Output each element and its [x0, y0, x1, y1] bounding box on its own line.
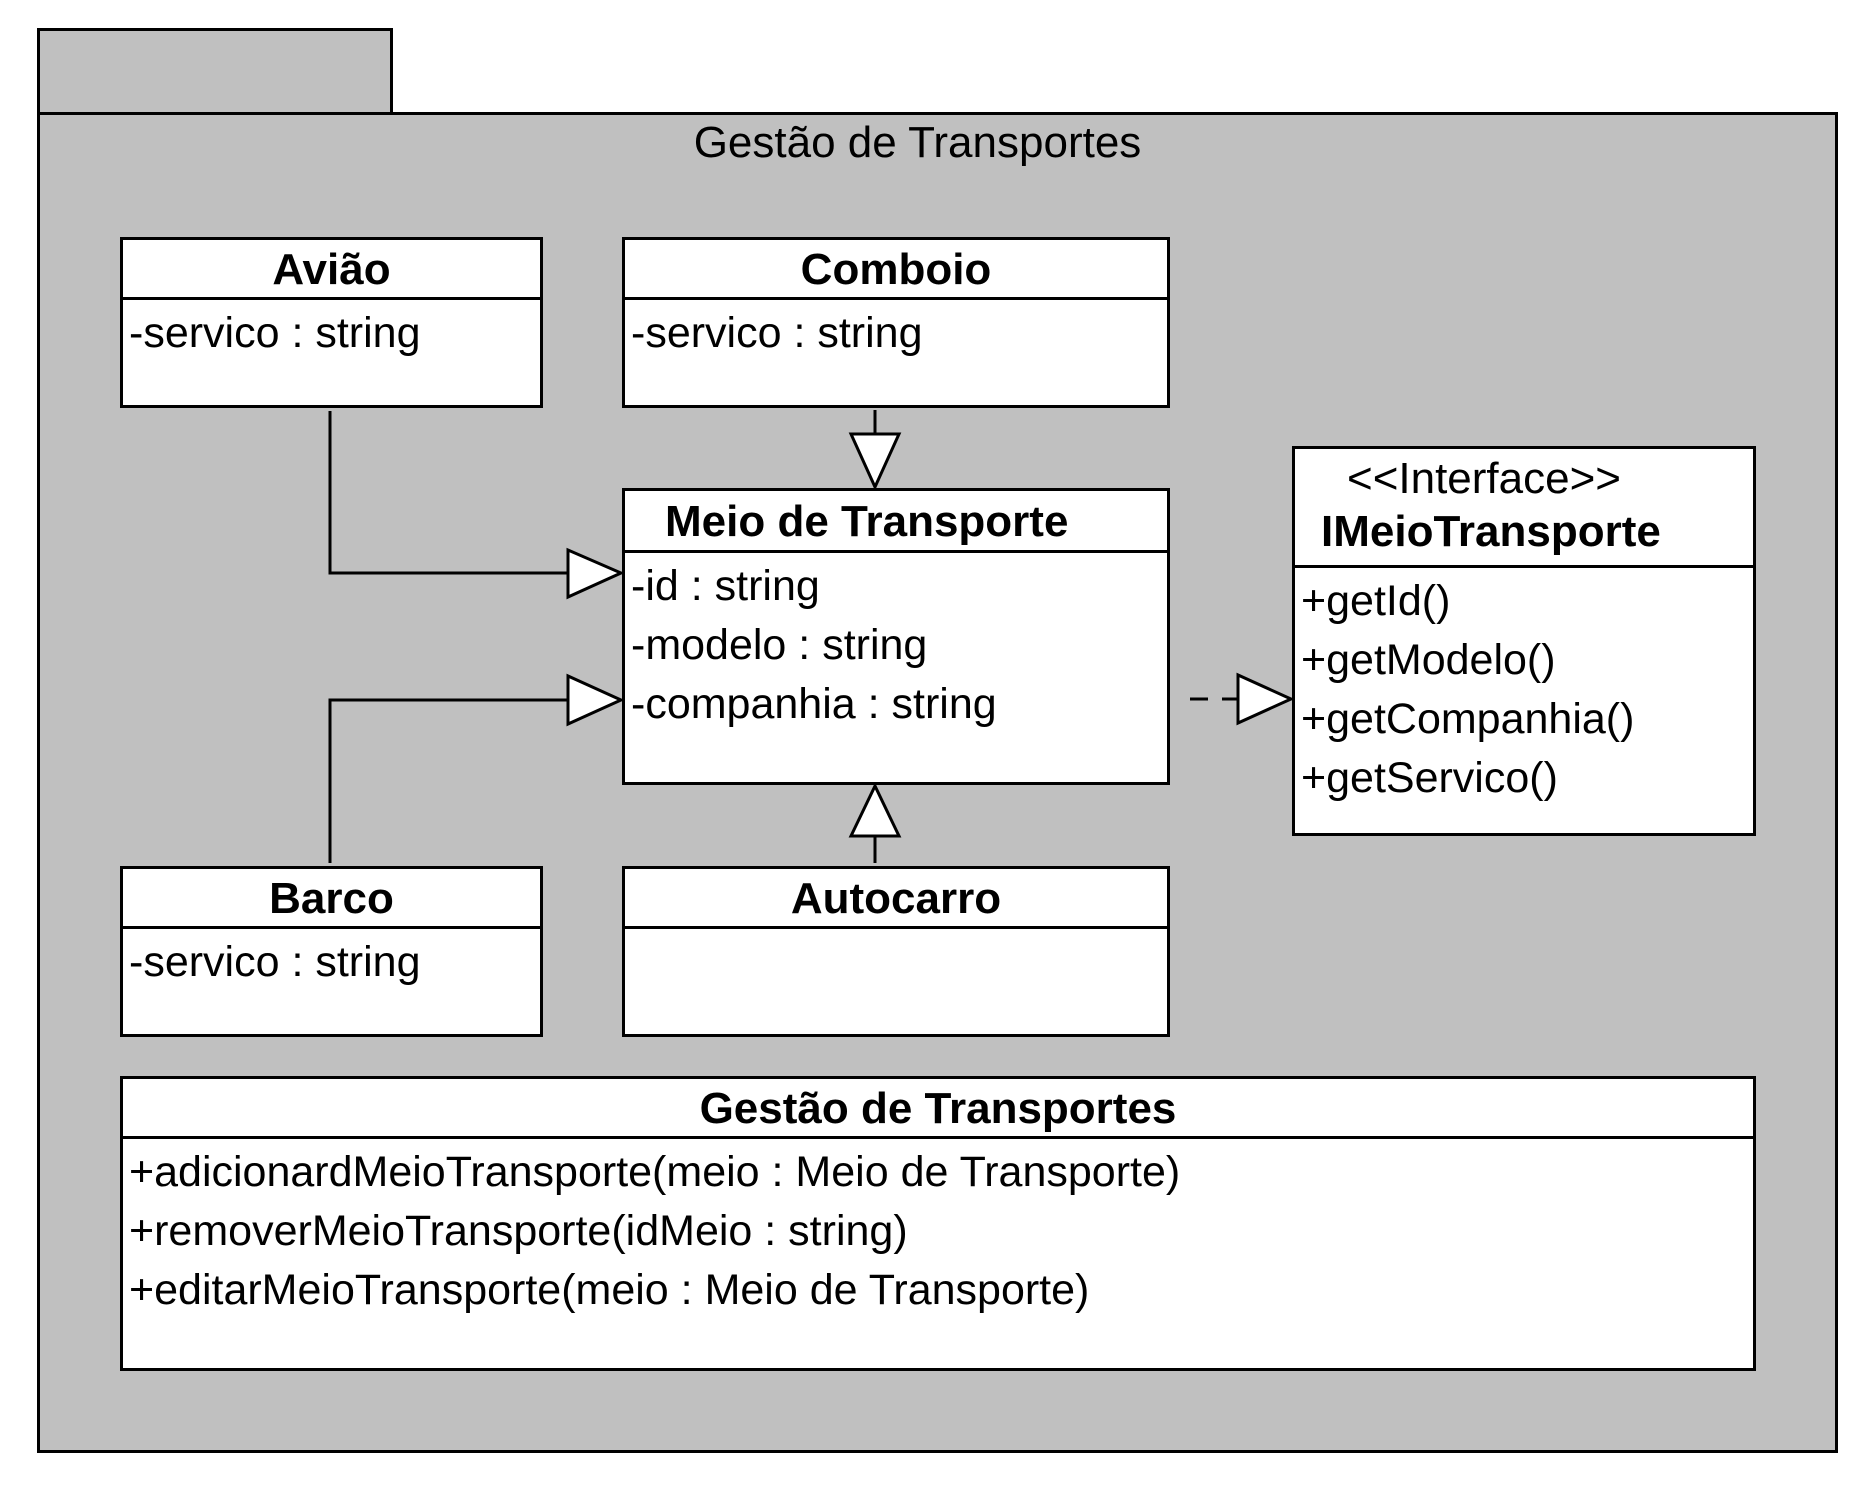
- class-aviao-name: Avião: [123, 240, 540, 300]
- class-barco: Barco -servico : string: [120, 866, 543, 1037]
- class-barco-attributes: -servico : string: [123, 929, 540, 994]
- barco-generalization-arrowhead: [566, 673, 625, 727]
- operation: +getCompanhia(): [1301, 695, 1635, 743]
- class-gestao-de-transportes-operations: +adicionardMeioTransporte(meio : Meio de…: [123, 1139, 1753, 1322]
- operation: +getId(): [1301, 577, 1451, 625]
- package-tab: [37, 28, 393, 115]
- aviao-generalization-line: [328, 411, 568, 575]
- class-comboio-attributes: -servico : string: [625, 300, 1167, 365]
- class-comboio: Comboio -servico : string: [622, 237, 1170, 408]
- attribute: -servico : string: [129, 938, 421, 986]
- class-aviao-attributes: -servico : string: [123, 300, 540, 365]
- interface-operations: +getId() +getModelo() +getCompanhia() +g…: [1295, 568, 1753, 810]
- class-autocarro-name: Autocarro: [625, 869, 1167, 929]
- operation: +removerMeioTransporte(idMeio : string): [129, 1207, 908, 1255]
- barco-generalization-line: [328, 698, 568, 863]
- class-meio-de-transporte-name: Meio de Transporte: [625, 491, 1167, 553]
- class-aviao: Avião -servico : string: [120, 237, 543, 408]
- class-autocarro-attributes: [625, 929, 1167, 935]
- attribute: -companhia : string: [631, 680, 997, 728]
- operation: +adicionardMeioTransporte(meio : Meio de…: [129, 1148, 1181, 1196]
- operation: +getModelo(): [1301, 636, 1556, 684]
- attribute: -servico : string: [129, 309, 421, 357]
- interface-stereotype: <<Interface>>: [1347, 454, 1621, 503]
- comboio-generalization-arrowhead: [848, 432, 902, 491]
- aviao-generalization-arrowhead: [566, 547, 625, 600]
- autocarro-generalization-arrowhead: [848, 782, 902, 838]
- class-gestao-de-transportes-name: Gestão de Transportes: [123, 1079, 1753, 1139]
- class-meio-de-transporte: Meio de Transporte -id : string -modelo …: [622, 488, 1170, 785]
- interface-header: <<Interface>> IMeioTransporte: [1295, 449, 1753, 568]
- interface-imeiotransporte: <<Interface>> IMeioTransporte +getId() +…: [1292, 446, 1756, 836]
- class-meio-de-transporte-attributes: -id : string -modelo : string -companhia…: [625, 553, 1167, 736]
- class-barco-name: Barco: [123, 869, 540, 929]
- class-autocarro: Autocarro: [622, 866, 1170, 1037]
- realization-arrowhead: [1236, 672, 1295, 726]
- operation: +editarMeioTransporte(meio : Meio de Tra…: [129, 1266, 1090, 1314]
- attribute: -modelo : string: [631, 621, 928, 669]
- attribute: -id : string: [631, 562, 820, 610]
- operation: +getServico(): [1301, 754, 1558, 802]
- package-title: Gestão de Transportes: [693, 118, 1142, 167]
- attribute: -servico : string: [631, 309, 923, 357]
- class-gestao-de-transportes: Gestão de Transportes +adicionardMeioTra…: [120, 1076, 1756, 1371]
- interface-name: IMeioTransporte: [1321, 507, 1661, 556]
- class-comboio-name: Comboio: [625, 240, 1167, 300]
